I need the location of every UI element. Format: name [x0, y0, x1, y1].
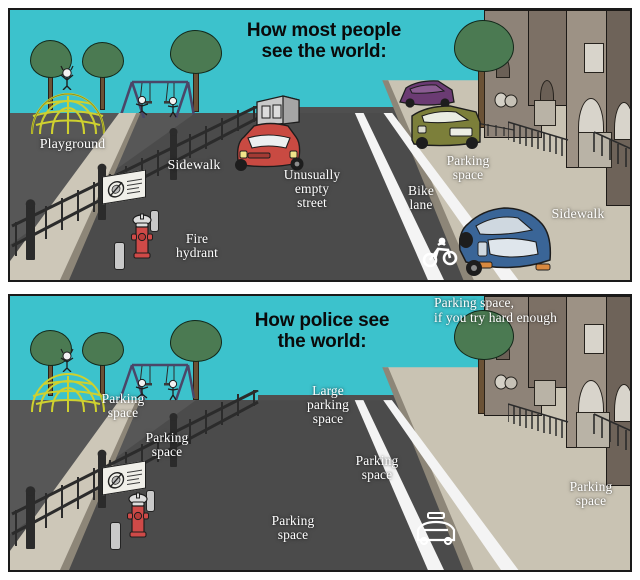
- fire-hydrant: [125, 492, 151, 542]
- stoop-stairs: [534, 100, 556, 126]
- iron-fence-left: [10, 390, 260, 560]
- tree: [168, 28, 224, 112]
- child-on-swing: [134, 378, 150, 400]
- arched-window: [614, 384, 630, 422]
- scene-bottom: POLICE: [10, 296, 630, 570]
- stoop-stairs: [534, 380, 556, 406]
- police-car-lane-symbol: [412, 508, 460, 550]
- panel-how-most-people-see-the-world: How most people see the world: Playgroun…: [8, 8, 632, 282]
- tree: [450, 310, 520, 414]
- child-on-dome: [58, 348, 76, 373]
- child-on-dome: [58, 64, 76, 91]
- scene-top: How most people see the world: Playgroun…: [10, 10, 630, 280]
- tree: [80, 38, 126, 110]
- sidewalk-post: [110, 522, 121, 550]
- tree: [80, 330, 126, 396]
- sidewalk-post: [114, 242, 125, 270]
- tree: [450, 18, 520, 128]
- iron-fence-left: [10, 106, 260, 266]
- child-on-swing: [165, 379, 181, 401]
- playground-sign: [102, 460, 146, 496]
- panel-title-top: How most people see the world:: [246, 20, 402, 63]
- vehicle-purple-sedan: [398, 76, 458, 110]
- vehicle-box-truck: [253, 90, 303, 132]
- vehicle-red-sedan: [232, 117, 306, 173]
- playground-dome: [30, 370, 106, 414]
- playground-sign: [102, 169, 146, 205]
- fire-hydrant: [129, 213, 155, 263]
- panel-how-police-see-the-world: POLICE: [8, 294, 632, 572]
- bicycle-lane-symbol: [422, 229, 458, 269]
- vehicle-blue-hatchback: [452, 202, 558, 280]
- arched-window: [614, 102, 630, 140]
- vehicle-olive-van: [406, 98, 488, 152]
- window: [584, 324, 604, 354]
- stoop-railing: [508, 376, 630, 458]
- window: [584, 43, 604, 73]
- child-on-swing: [134, 95, 150, 117]
- tree: [168, 320, 224, 400]
- stoop-railing: [508, 94, 630, 174]
- panel-title-bottom: How police see the world:: [254, 310, 390, 353]
- trash-bags: [494, 88, 520, 108]
- playground-dome: [30, 88, 106, 136]
- child-on-swing: [165, 96, 181, 118]
- trash-bags: [494, 370, 520, 390]
